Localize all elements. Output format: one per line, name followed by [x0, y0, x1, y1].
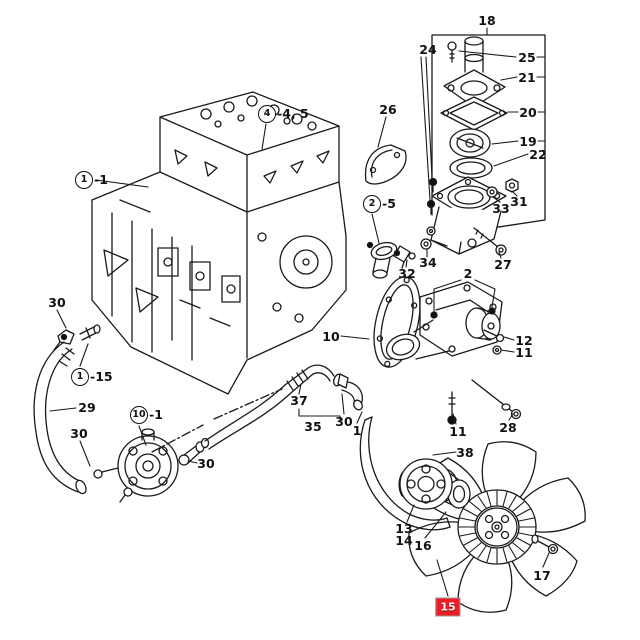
- part-label-14[interactable]: 14: [395, 532, 413, 548]
- part-label-37[interactable]: 37: [290, 392, 308, 408]
- part-label-12[interactable]: 12: [515, 332, 533, 348]
- water-pump-drawing: [373, 276, 522, 425]
- part-label-22[interactable]: 22: [529, 146, 547, 162]
- part-label-15-highlighted[interactable]: 15: [435, 597, 461, 617]
- part-label-11-b[interactable]: 11: [449, 423, 467, 439]
- part-label-4-45[interactable]: 4-4, 5: [258, 105, 309, 123]
- part-label-21[interactable]: 21: [518, 69, 536, 85]
- part-label-33[interactable]: 33: [492, 200, 510, 216]
- part-label-24[interactable]: 24: [419, 41, 437, 57]
- part-label-17[interactable]: 17: [533, 567, 551, 583]
- part-label-1-15[interactable]: 1-15: [71, 368, 113, 386]
- part-label-1[interactable]: 1: [352, 422, 362, 438]
- part-label-30-b[interactable]: 30: [70, 425, 88, 441]
- part-label-10[interactable]: 10: [322, 328, 340, 344]
- part-label-38[interactable]: 38: [456, 444, 474, 460]
- part-label-11-a[interactable]: 11: [515, 344, 533, 360]
- part-label-2-5[interactable]: 2-5: [363, 195, 396, 213]
- part-label-34[interactable]: 34: [419, 254, 437, 270]
- part-label-30-a[interactable]: 30: [48, 294, 66, 310]
- part-label-20[interactable]: 20: [519, 104, 537, 120]
- part-label-10-1[interactable]: 10-1: [130, 406, 163, 424]
- part-label-28[interactable]: 28: [499, 419, 517, 435]
- fan-belt-drawing: [359, 416, 451, 531]
- thermostat-assembly-drawing: [364, 36, 519, 279]
- part-label-27[interactable]: 27: [494, 256, 512, 272]
- hose-oil-cooler-drawing: [33, 324, 364, 503]
- part-label-32[interactable]: 32: [398, 265, 416, 281]
- part-label-18[interactable]: 18: [478, 12, 496, 28]
- part-label-1-1[interactable]: 1-1: [75, 171, 108, 189]
- part-label-25[interactable]: 25: [518, 49, 536, 65]
- assembly-box-18: [431, 34, 546, 232]
- part-label-30-c[interactable]: 30: [197, 455, 215, 471]
- part-label-29[interactable]: 29: [78, 399, 96, 415]
- part-label-2[interactable]: 2: [463, 265, 473, 281]
- part-label-19[interactable]: 19: [519, 133, 537, 149]
- part-label-30-d[interactable]: 30: [335, 413, 353, 429]
- part-label-26[interactable]: 26: [379, 101, 397, 117]
- pulley-drawing: [398, 458, 453, 510]
- engine-drawing: [91, 91, 347, 395]
- fan-bolt-drawing: [531, 534, 559, 555]
- leader-lines: [49, 27, 550, 597]
- part-label-16[interactable]: 16: [414, 537, 432, 553]
- fan-drawing: [408, 441, 586, 613]
- part-label-13[interactable]: 13: [395, 520, 413, 536]
- part-label-35[interactable]: 35: [304, 418, 322, 434]
- part-label-31[interactable]: 31: [510, 193, 528, 209]
